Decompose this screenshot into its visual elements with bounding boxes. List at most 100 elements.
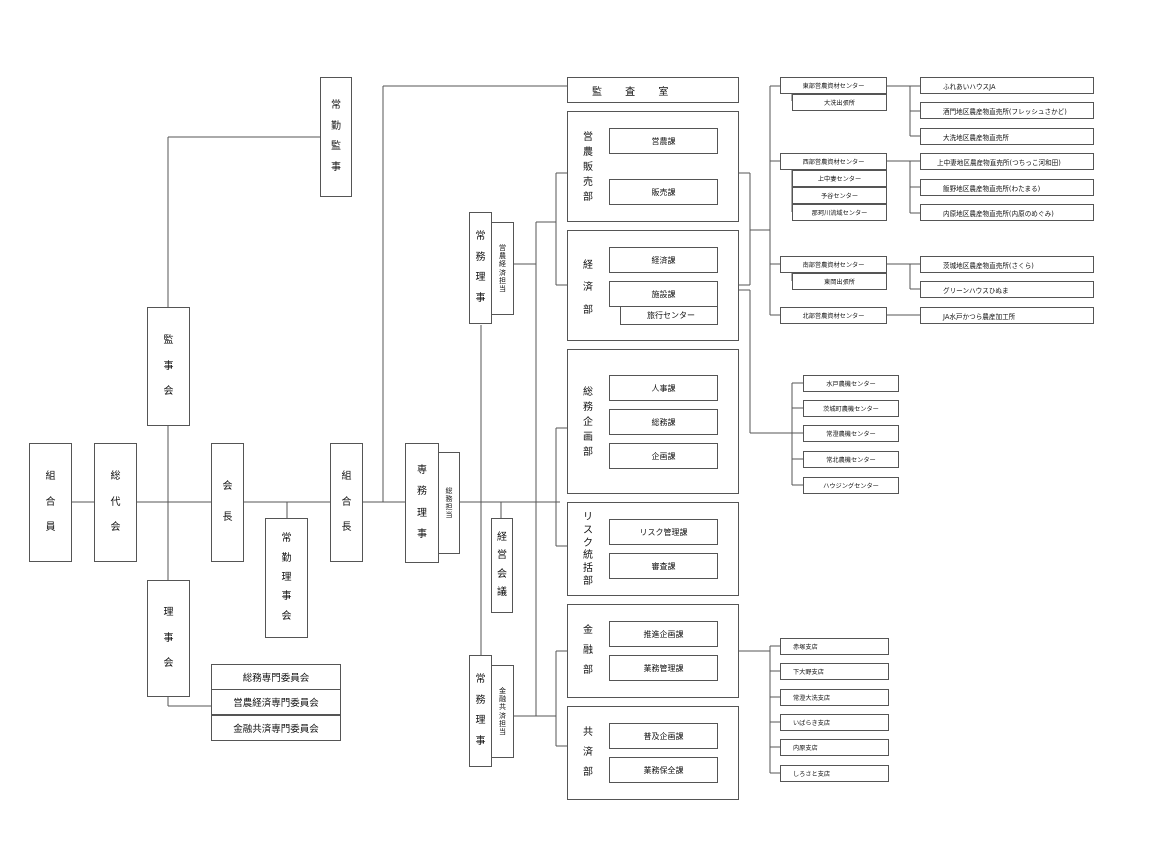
vertical-label-char: 事: [163, 360, 174, 372]
west-material-center: 西部営農資材センター: [780, 153, 887, 170]
standing-board-box: 常勤理事会: [265, 518, 308, 638]
committee-farming: 営農経済専門委員会: [211, 689, 341, 715]
finance-dept-name: 金融部: [575, 616, 601, 686]
members-box: 組合員: [29, 443, 72, 562]
branch-4: 内原支店: [780, 739, 889, 756]
senior-director-charge-box: 総務担当: [438, 452, 460, 554]
vertical-label-char: ク: [583, 537, 593, 549]
vertical-label-char: 事: [417, 529, 427, 541]
vertical-label-char: 会: [163, 657, 174, 669]
vertical-label-char: 事: [475, 736, 486, 748]
risk-dept-name: リスク統括部: [575, 510, 601, 590]
west-sub-0: 上中妻センター: [792, 170, 887, 187]
vertical-label-char: 組: [45, 470, 56, 482]
vertical-label-char: 理: [417, 507, 427, 519]
west-sales-2: 内原地区農産物直売所(内原のめぐみ): [920, 204, 1094, 221]
vertical-label-char: 事: [281, 591, 292, 603]
vertical-label-char: 常: [475, 673, 486, 685]
farming-dept-name: 営農販売部: [575, 128, 601, 208]
vertical-label-char: 務: [445, 494, 453, 503]
vertical-label-char: 画: [583, 432, 593, 443]
vertical-label-char: 会: [222, 480, 233, 492]
south-sales-0: 茨城地区農産物直売所(さくら): [920, 256, 1094, 273]
vertical-label-char: 員: [45, 522, 56, 534]
vertical-label-char: 済: [583, 747, 593, 758]
economy-dept-name: 経済部: [575, 248, 601, 328]
vertical-label-char: 会: [163, 386, 174, 398]
west-sub-1: 予谷センター: [792, 187, 887, 204]
vertical-label-char: 農: [583, 147, 593, 158]
general-section-0: 人事課: [609, 375, 718, 401]
committee-general: 総務専門委員会: [211, 664, 341, 690]
vertical-label-char: 合: [341, 496, 352, 508]
vertical-label-char: 専: [417, 464, 427, 476]
east-sales-2: 大洗地区農産物直売所: [920, 128, 1094, 145]
vertical-label-char: 常: [281, 533, 292, 545]
vertical-label-char: 会: [281, 610, 292, 622]
vertical-label-char: 事: [331, 162, 341, 174]
upper-exec-director-box: 常務理事: [469, 212, 492, 324]
vertical-label-char: 常: [475, 230, 486, 242]
vertical-label-char: 部: [583, 767, 593, 778]
farming-section-1: 販売課: [609, 179, 718, 205]
committee-finance: 金融共済専門委員会: [211, 715, 341, 741]
mutual-section-0: 普及企画課: [609, 723, 718, 749]
branch-5: しろさと支店: [780, 765, 889, 782]
vertical-label-char: 済: [583, 282, 593, 293]
north-material-center: 北部営農資材センター: [780, 307, 887, 324]
south-material-center: 南部営農資材センター: [780, 256, 887, 273]
vertical-label-char: 担: [499, 719, 506, 728]
vertical-label-char: 総: [110, 470, 121, 482]
vertical-label-char: 理: [475, 272, 486, 284]
vertical-label-char: 代: [110, 496, 121, 508]
vertical-label-char: 務: [417, 486, 427, 498]
economy-section-1: 施設課: [609, 281, 718, 307]
vertical-label-char: 総: [583, 387, 593, 398]
delegates-box: 総代会: [94, 443, 137, 562]
lower-exec-charge-box: 金融共済担当: [491, 665, 514, 758]
vertical-label-char: 常: [331, 99, 341, 111]
agri-center-3: 常北農機センター: [803, 451, 899, 468]
mutual-dept: [567, 706, 739, 800]
vertical-label-char: 共: [583, 727, 593, 738]
auditors-box: 監事会: [147, 307, 190, 426]
vertical-label-char: 監: [331, 141, 341, 153]
vertical-label-char: 組: [341, 470, 352, 482]
management-council-box: 経営会議: [491, 518, 513, 613]
mutual-section-1: 業務保全課: [609, 757, 718, 783]
vertical-label-char: 部: [583, 665, 593, 676]
agri-center-0: 水戸農機センター: [803, 375, 899, 392]
branch-2: 常澄大洗支店: [780, 689, 889, 706]
vertical-label-char: 理: [475, 715, 486, 727]
east-sales-1: 酒門地区農産物直売所(フレッシュさかど): [920, 102, 1094, 119]
risk-dept: [567, 502, 739, 596]
branch-1: 下大野支店: [780, 663, 889, 680]
vertical-label-char: 共: [499, 703, 506, 712]
vertical-label-char: 経: [499, 260, 506, 269]
agri-center-4: ハウジングセンター: [803, 477, 899, 494]
vertical-label-char: 融: [499, 695, 506, 704]
west-sales-1: 飯野地区農産物直売所(わたまる): [920, 179, 1094, 196]
farming-section-0: 営農課: [609, 128, 718, 154]
vertical-label-char: 長: [222, 512, 233, 524]
vertical-label-char: 経: [583, 259, 593, 271]
vertical-label-char: 担: [499, 276, 506, 285]
senior-director-box: 専務理事: [405, 443, 439, 563]
west-sales-0: 上中妻地区農産物直売所(つちっこ河和田): [920, 153, 1094, 170]
vertical-label-char: 合: [45, 496, 56, 508]
vertical-label-char: 販: [583, 162, 593, 173]
vertical-label-char: 当: [499, 727, 506, 736]
president-box: 組合長: [330, 443, 363, 562]
vertical-label-char: 理: [281, 571, 292, 583]
east-sub-0: 大洗出張所: [792, 94, 887, 111]
finance-dept: [567, 604, 739, 698]
mutual-dept-name: 共済部: [575, 718, 601, 788]
general-section-1: 総務課: [609, 409, 718, 435]
vertical-label-char: 融: [583, 645, 593, 656]
branch-0: 赤塚支店: [780, 638, 889, 655]
north-sales-0: JA水戸かつら農産加工所: [920, 307, 1094, 324]
vertical-label-char: 会: [110, 522, 121, 534]
vertical-label-char: 理: [163, 607, 174, 619]
lower-exec-director-box: 常務理事: [469, 655, 492, 767]
